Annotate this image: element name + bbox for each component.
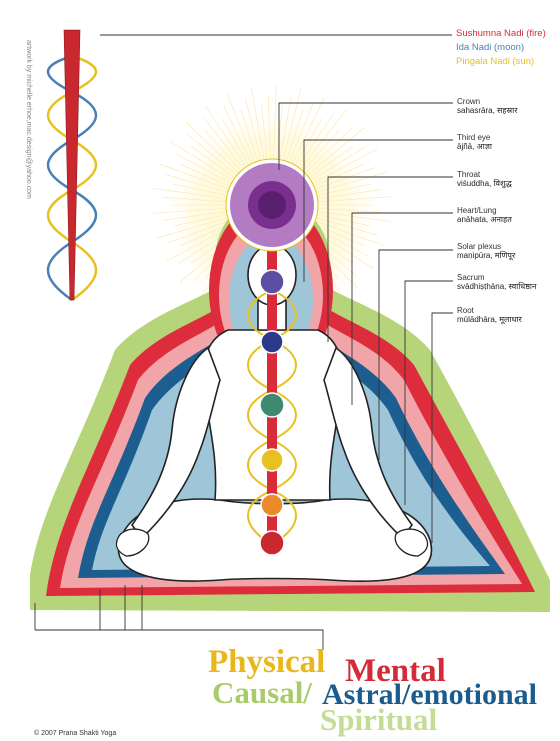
body-sushumna (267, 225, 277, 555)
legend-pingala: Pingala Nadi (sun) (456, 56, 535, 67)
hands (115, 528, 429, 557)
chakra-label-sacrum: Sacrum svādhiṣṭhāna, स्वाधिष्ठान (457, 273, 536, 291)
chakra-name: Solar plexus (457, 242, 502, 251)
chakra-sanskrit: maṇipūra, मणिपूर (457, 251, 516, 261)
chakra-name: Crown (457, 97, 481, 106)
root-chakra (259, 530, 285, 556)
chakra-label-solar-plexus: Solar plexus maṇipūra, मणिपूर (457, 242, 515, 260)
word-spiritual: Spiritual (320, 702, 438, 737)
third-eye-chakra (259, 269, 285, 295)
nadi-symbol-sushumna (63, 29, 81, 301)
chakra-name: Root (457, 306, 474, 315)
chakra-name: Third eye (457, 133, 491, 142)
chakra-name: Throat (457, 170, 481, 179)
chakra-label-third-eye: Third eye ājñā, आज्ञा (457, 133, 492, 151)
sacrum-chakra (260, 493, 284, 517)
chakra-label-root: Root mūlādhāra, मूलाधार (457, 306, 522, 324)
chakra-label-heart: Heart/Lung anāhata, अनाहत (457, 206, 512, 224)
chakra-name: Heart/Lung (457, 206, 497, 215)
chakra-sanskrit: anāhata, अनाहत (457, 215, 512, 225)
artist-credit: artwork by michelle erhoe,mac.design@yah… (25, 40, 32, 199)
chakra-sanskrit: sahasrāra, सहस्रार (457, 106, 518, 116)
chakra-sanskrit: viśuddha, विशुद्ध (457, 179, 512, 189)
chakra-sanskrit: ājñā, आज्ञा (457, 142, 492, 152)
copyright: © 2007 Prana Shakti Yoga (34, 730, 117, 737)
legend-ida: Ida Nadi (moon) (456, 42, 525, 53)
leader-lines (34, 34, 453, 650)
chakra-circles (225, 158, 319, 556)
word-mental: Mental (345, 653, 446, 689)
nadi-symbol (46, 29, 98, 302)
chakra-label-crown: Crown sahasrāra, सहस्रार (457, 97, 518, 115)
chakra-name: Sacrum (457, 273, 485, 282)
throat-chakra (260, 330, 284, 354)
word-physical: Physical (208, 644, 326, 680)
chakra-sanskrit: mūlādhāra, मूलाधार (457, 315, 522, 325)
heart-chakra (259, 392, 285, 418)
chakra-sanskrit: svādhiṣṭhāna, स्वाधिष्ठान (457, 282, 537, 292)
word-causal: Causal/ (212, 675, 312, 710)
word-astral-emotional: Astral/emotional (322, 678, 537, 711)
legend-sushumna: Sushumna Nadi (fire) (456, 28, 546, 39)
solar-plexus-chakra (260, 448, 284, 472)
chakra-label-throat: Throat viśuddha, विशुद्ध (457, 170, 512, 188)
